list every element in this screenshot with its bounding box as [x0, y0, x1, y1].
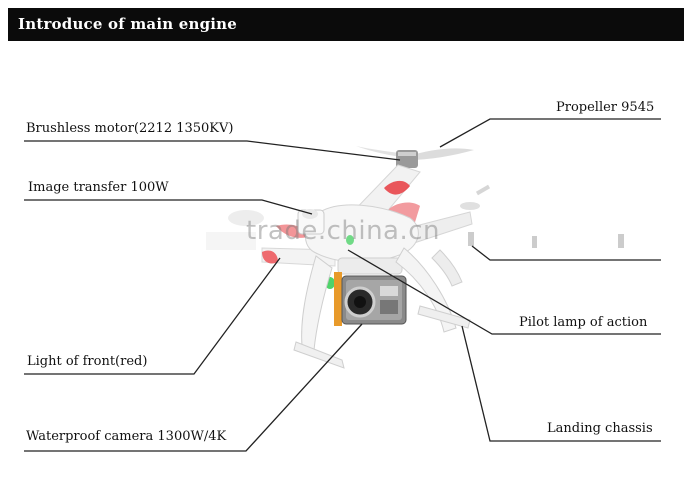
label-landing-chassis: Landing chassis — [547, 421, 653, 436]
landing-gear-rear — [431, 249, 463, 287]
landing-gear-right-skid — [417, 305, 471, 329]
leader-waterproof-camera — [24, 323, 363, 452]
blur-mark-1 — [475, 184, 491, 196]
landing-gear-left — [301, 255, 333, 351]
green-led-right — [346, 235, 354, 245]
blur-mark-5 — [206, 232, 256, 250]
landing-gear-left-skid — [293, 341, 345, 369]
header-bar: Introduce of main engine — [8, 8, 684, 41]
gimbal-mount — [337, 257, 403, 275]
blur-mark-2 — [468, 232, 474, 246]
watermark-text: trade.china.cn — [246, 216, 441, 246]
leader-lines — [24, 118, 661, 452]
rear-propeller-right — [460, 202, 480, 210]
landing-gear-right — [395, 247, 457, 333]
leader-landing-chassis — [461, 325, 661, 442]
blur-mark-4 — [618, 234, 624, 248]
leader-light-front — [24, 257, 281, 375]
leader-image-transfer — [24, 199, 313, 215]
camera-frame-orange — [334, 272, 342, 326]
leader-pilot-lamp — [347, 249, 661, 335]
propeller-blade-1 — [408, 148, 474, 160]
red-accent-top — [384, 180, 410, 195]
label-image-transfer: Image transfer 100W — [28, 180, 169, 195]
rear-propeller-left — [228, 210, 264, 226]
propeller-blade-2 — [356, 146, 408, 158]
label-propeller: Propeller 9545 — [556, 100, 655, 115]
leader-brushless-motor — [24, 140, 401, 161]
page-title: Introduce of main engine — [18, 15, 238, 33]
blur-mark-3 — [532, 236, 537, 248]
red-accent-left — [276, 224, 312, 238]
drone-illustration — [206, 146, 624, 369]
label-brushless-motor: Brushless motor(2212 1350KV) — [26, 121, 234, 136]
leader-propeller — [439, 118, 661, 148]
leader-rear-motor — [471, 245, 661, 261]
label-pilot-lamp: Pilot lamp of action — [519, 315, 648, 330]
red-front-light — [262, 250, 278, 264]
label-light-front: Light of front(red) — [27, 354, 148, 369]
label-waterproof-camera: Waterproof camera 1300W/4K — [26, 429, 227, 444]
